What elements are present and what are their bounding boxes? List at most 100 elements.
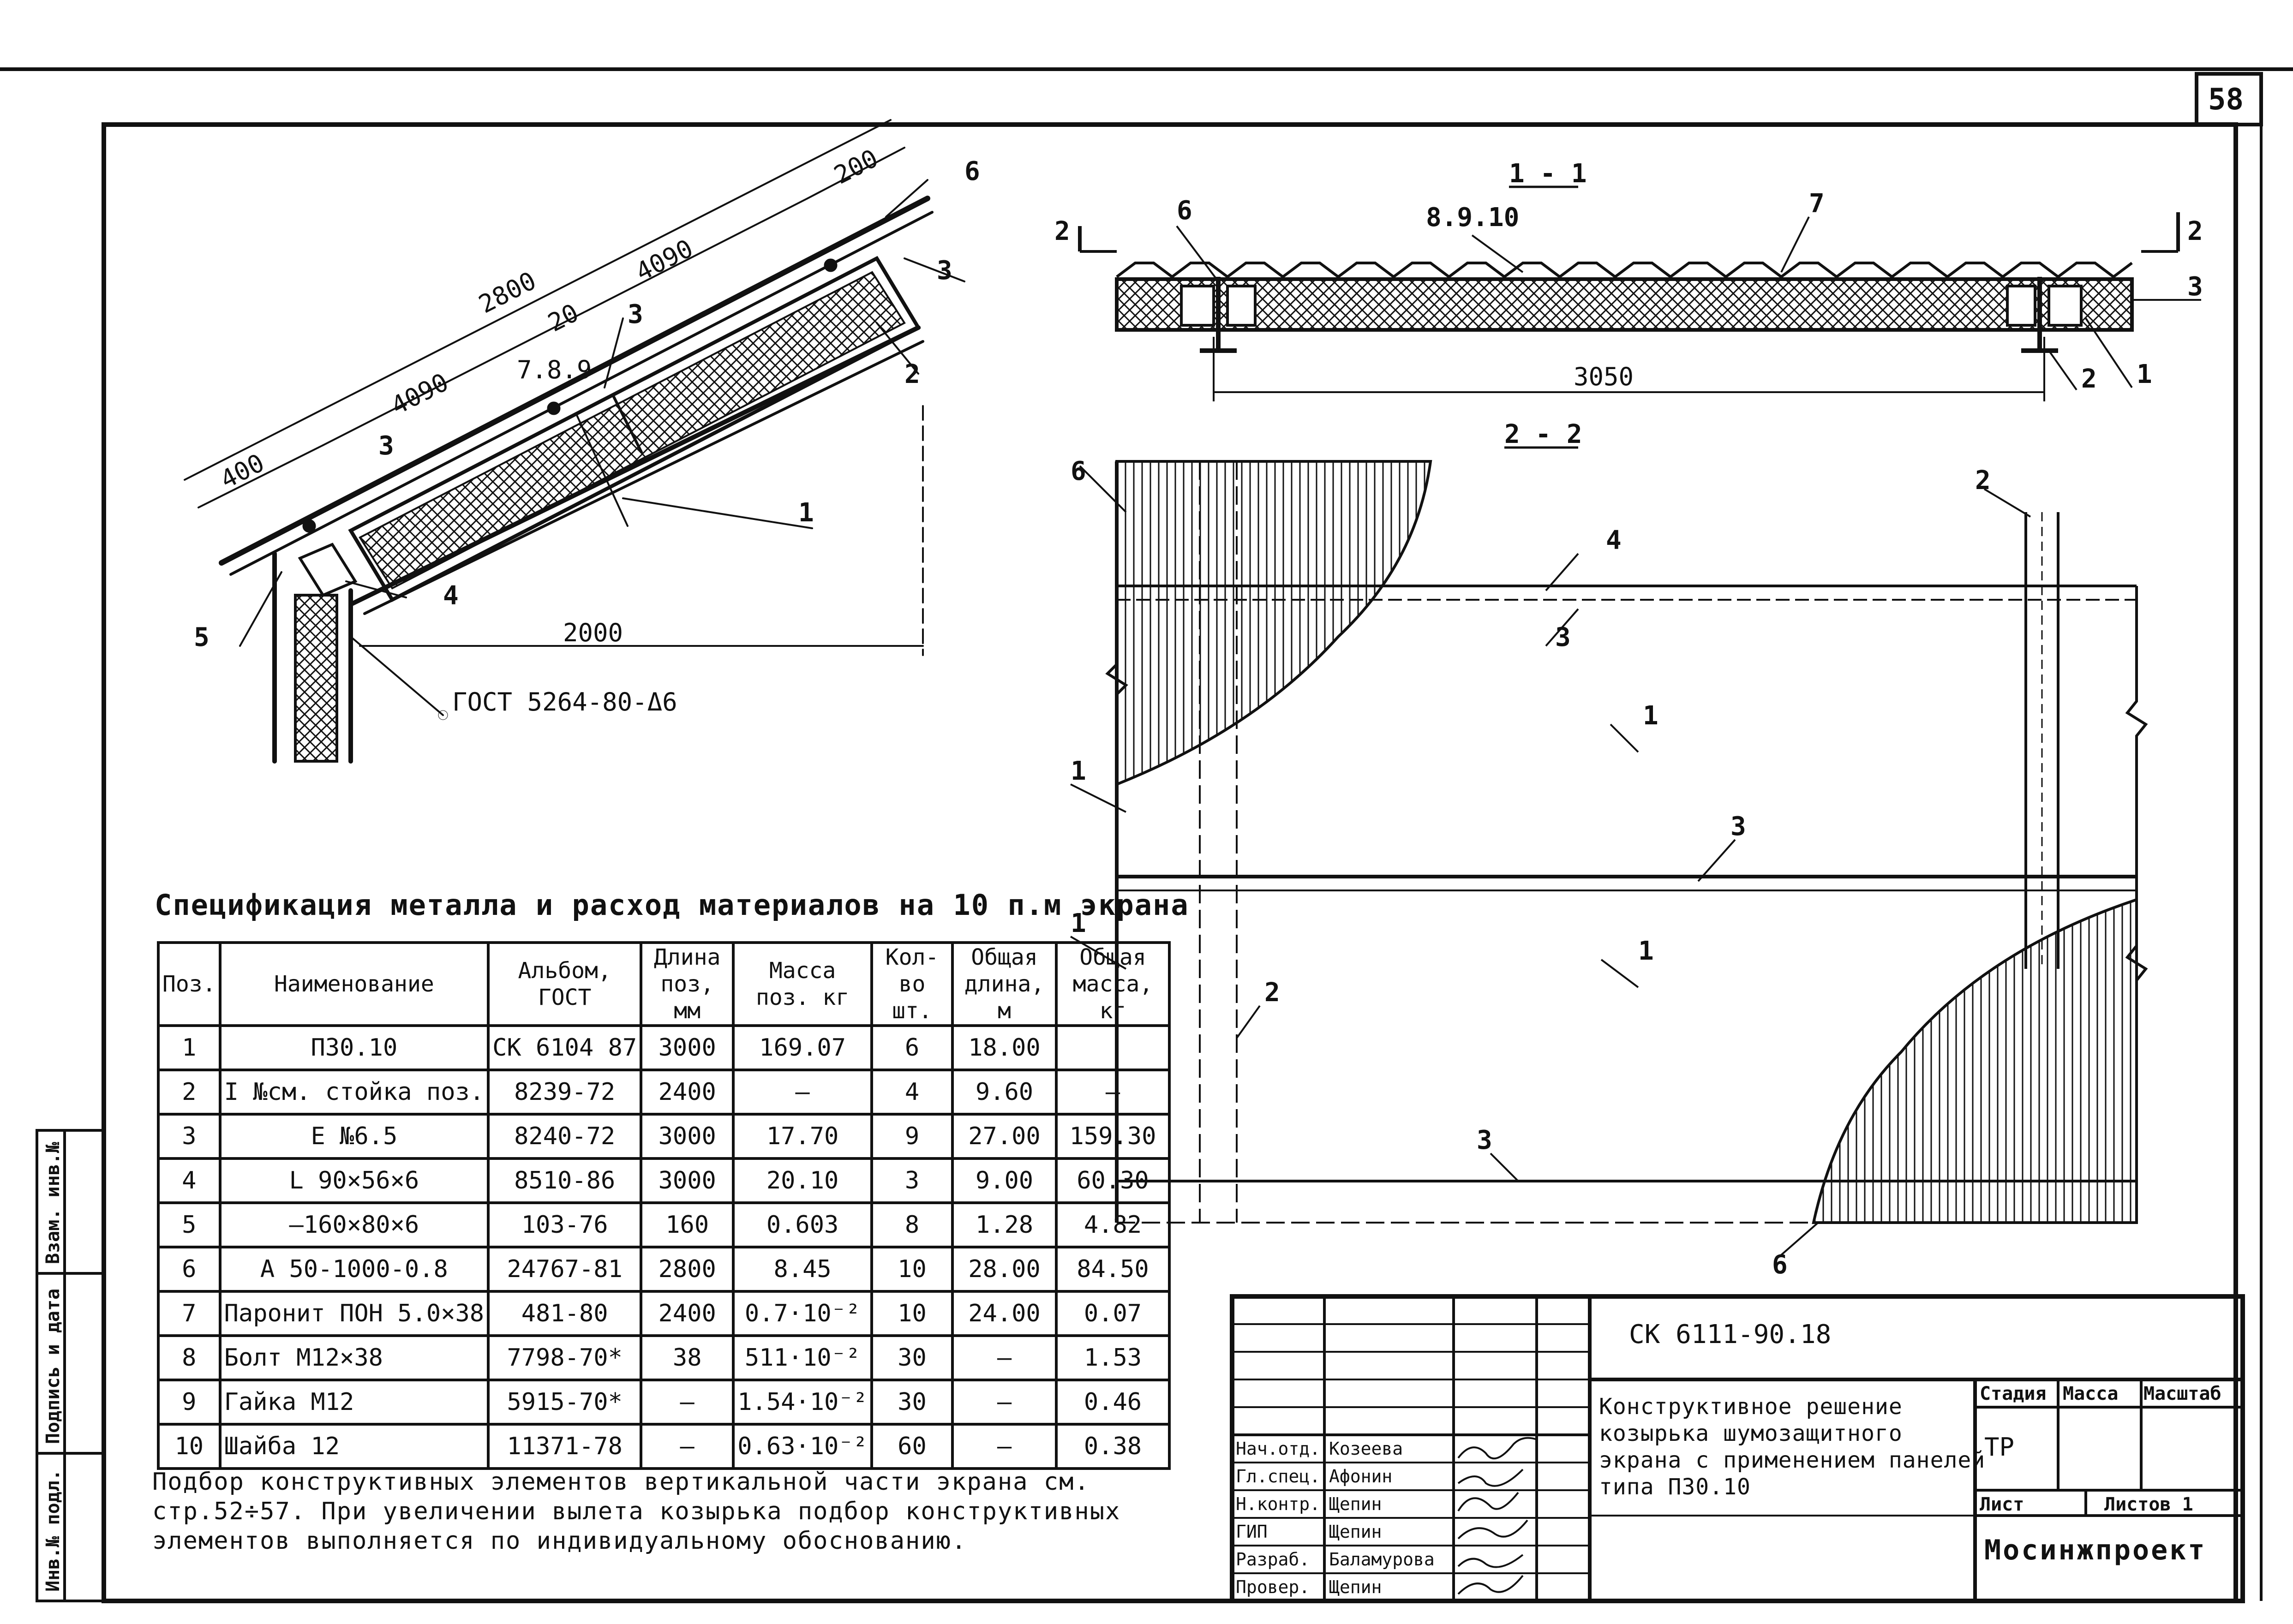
spec-cell: — <box>951 1379 1058 1426</box>
canopy-side-view-labels: 2800 4090 4090 400 200 20 7.8.9 2000 ГОС… <box>194 143 980 716</box>
spec-cell: 30 <box>870 1334 954 1381</box>
spec-cell: 5 <box>157 1201 222 1248</box>
staff-name: Щепин <box>1329 1494 1382 1514</box>
spec-cell: 3000 <box>640 1024 735 1071</box>
sheet-frame <box>0 67 2293 1603</box>
svg-text:2800: 2800 <box>474 266 540 319</box>
spec-cell: 8 <box>157 1334 222 1381</box>
spec-cell: 3 <box>870 1157 954 1204</box>
staff-name: Афонин <box>1329 1466 1393 1487</box>
svg-text:4: 4 <box>1606 525 1622 555</box>
spec-note: Подбор конструктивных элементов вертикал… <box>152 1468 1121 1555</box>
signatures <box>1457 1437 1537 1595</box>
svg-text:3: 3 <box>1730 812 1746 842</box>
svg-text:1: 1 <box>1638 936 1654 966</box>
spec-cell: 0.7·10⁻² <box>732 1290 873 1337</box>
svg-text:6: 6 <box>1071 456 1086 486</box>
section-1-1-labels: 1 - 1 2 2 3050 6 8.9.10 7 3 1 2 <box>1054 159 2203 394</box>
spec-cell: 8240-72 <box>487 1113 643 1160</box>
spec-cell: 7 <box>157 1290 222 1337</box>
spec-cell: 5915-70* <box>487 1379 643 1426</box>
spec-cell: 24767-81 <box>487 1246 643 1293</box>
spec-cell: 3000 <box>640 1157 735 1204</box>
svg-text:8.9.10: 8.9.10 <box>1426 203 1519 233</box>
section-2-2-labels: 2 - 2 6 6 4 3 3 3 2 2 1 1 1 1 <box>1071 419 1991 1280</box>
svg-text:2: 2 <box>904 359 920 389</box>
spec-cell: I №см. стойка поз. <box>218 1069 490 1116</box>
spec-cell: Шайба 12 <box>218 1423 490 1470</box>
spec-cell: 481-80 <box>487 1290 643 1337</box>
svg-text:2: 2 <box>1264 978 1280 1008</box>
stage-value: ТР <box>1984 1433 2015 1462</box>
organization-name: Мосинжпроект <box>1984 1534 2207 1566</box>
side-stamp-frame <box>36 1129 105 1602</box>
staff-role: Гл.спец. <box>1236 1466 1321 1487</box>
stamp-vzam: Взам. инв.№ <box>42 1142 64 1264</box>
svg-text:2 - 2: 2 - 2 <box>1504 419 1582 449</box>
sheets-header: Листов 1 <box>2104 1494 2193 1515</box>
spec-header-cell: Общая длина, м <box>951 941 1058 1027</box>
svg-text:3: 3 <box>1555 622 1571 652</box>
spec-cell: 159.30 <box>1054 1113 1171 1160</box>
stamp-podpis: Подпись и дата <box>42 1288 64 1444</box>
staff-role: Разраб. <box>1236 1549 1310 1570</box>
spec-header-row: Поз. Наименование Альбом, ГОСТ Длина поз… <box>157 941 1171 1027</box>
spec-cell: L 90×56×6 <box>218 1157 490 1204</box>
staff-name: Козеева <box>1329 1439 1403 1459</box>
spec-cell: СК 6104 87 <box>487 1024 643 1071</box>
spec-cell: 1.54·10⁻² <box>732 1379 873 1426</box>
spec-cell: 20.10 <box>732 1157 873 1204</box>
canopy-side-view <box>184 119 965 764</box>
spec-cell: 10 <box>870 1290 954 1337</box>
spec-cell: 9 <box>157 1379 222 1426</box>
svg-text:2000: 2000 <box>563 618 623 647</box>
spec-cell: Болт М12×38 <box>218 1334 490 1381</box>
spec-header-cell: Поз. <box>157 941 222 1027</box>
svg-text:1: 1 <box>798 498 814 528</box>
svg-text:ГОСТ 5264-80-Δ6: ГОСТ 5264-80-Δ6 <box>452 687 677 716</box>
spec-cell: 7798-70* <box>487 1334 643 1381</box>
spec-cell: 4 <box>157 1157 222 1204</box>
spec-header-cell: Наименование <box>218 941 490 1027</box>
spec-cell: 17.70 <box>732 1113 873 1160</box>
staff-name: Щепин <box>1329 1522 1382 1542</box>
spec-cell: 8 <box>870 1201 954 1248</box>
staff-role: ГИП <box>1236 1522 1268 1542</box>
spec-cell: 0.63·10⁻² <box>732 1423 873 1470</box>
spec-cell: 169.07 <box>732 1024 873 1071</box>
spec-title: Спецификация металла и расход материалов… <box>155 888 1189 922</box>
svg-text:4090: 4090 <box>386 367 453 420</box>
svg-text:5: 5 <box>194 622 210 652</box>
section-1-1-view <box>1078 185 2201 401</box>
svg-text:3: 3 <box>937 256 952 286</box>
spec-cell: 38 <box>640 1334 735 1381</box>
spec-cell: 9.60 <box>951 1069 1058 1116</box>
spec-cell: 1.53 <box>1054 1334 1171 1381</box>
spec-cell: 0.38 <box>1054 1423 1171 1470</box>
staff-role: Провер. <box>1236 1577 1310 1597</box>
spec-cell: — <box>1054 1069 1171 1116</box>
svg-text:3: 3 <box>628 299 643 329</box>
spec-header-cell: Общая масса, кг <box>1054 941 1171 1027</box>
spec-cell: А 50-1000-0.8 <box>218 1246 490 1293</box>
spec-cell: П30.10 <box>218 1024 490 1071</box>
svg-text:7.8.9: 7.8.9 <box>517 355 592 384</box>
staff-name: Щепин <box>1329 1577 1382 1597</box>
spec-cell: 9 <box>870 1113 954 1160</box>
mass-header: Масса <box>2063 1383 2119 1404</box>
svg-text:3: 3 <box>2187 272 2203 302</box>
staff-role: Н.контр. <box>1236 1494 1321 1514</box>
spec-cell: 6 <box>870 1024 954 1071</box>
spec-cell: 84.50 <box>1054 1246 1171 1293</box>
staff-role: Нач.отд. <box>1236 1439 1321 1459</box>
drawing-title: Конструктивное решение козырька шумозащи… <box>1599 1394 1986 1500</box>
stamp-inv-podl: Инв.№ подл. <box>42 1469 64 1592</box>
spec-cell: 8.45 <box>732 1246 873 1293</box>
spec-cell: 10 <box>870 1246 954 1293</box>
spec-cell: —160×80×6 <box>218 1201 490 1248</box>
svg-text:3: 3 <box>378 431 394 461</box>
